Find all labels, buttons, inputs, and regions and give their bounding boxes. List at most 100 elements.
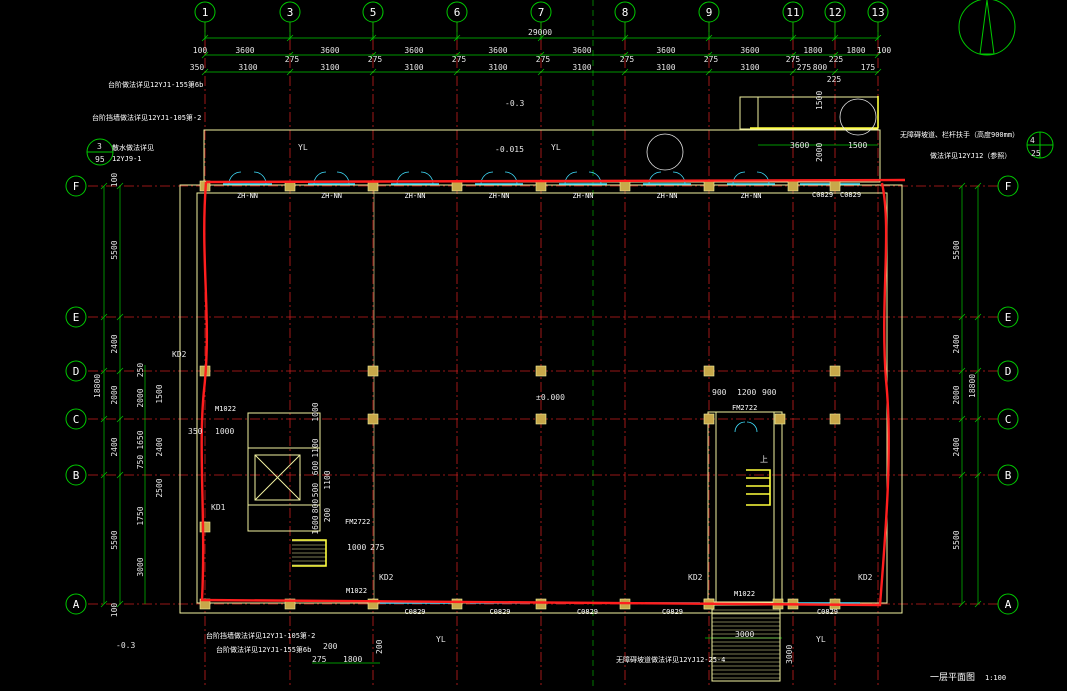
window-code-bottom: C0829 <box>489 608 510 616</box>
dim-tick <box>116 600 124 608</box>
top-dim-row1: 3600 <box>404 46 423 55</box>
top-dim-small: 225 <box>827 75 842 84</box>
top-dim-small: 275 <box>536 55 551 64</box>
bottom-dim-e: 200 <box>323 642 338 651</box>
dim-tick <box>369 51 377 59</box>
dim-tick <box>100 471 108 479</box>
dim-tick <box>874 34 882 42</box>
door-swing <box>588 171 602 185</box>
grid-label-5: 5 <box>370 6 377 19</box>
window-code-c: C0829 <box>812 191 833 199</box>
window-code-bottom: C0829 <box>577 608 598 616</box>
door-swing <box>480 171 494 185</box>
dim-tick <box>789 68 797 76</box>
door-swing <box>504 171 518 185</box>
left-dim-inner: 2400 <box>155 437 164 456</box>
grid-label-3: 3 <box>287 6 294 19</box>
top-dim-row2: 3100 <box>320 63 339 72</box>
core-dim: 1100 <box>311 438 320 457</box>
north-arrow-icon <box>958 0 1016 56</box>
door-swing <box>734 421 758 433</box>
dim-tick <box>705 34 713 42</box>
grid-bubble-5 <box>362 1 384 23</box>
structural-column <box>703 180 715 192</box>
dim-tick <box>958 471 966 479</box>
note-1: 台阶做法详见12YJ1-155第6b <box>108 80 203 89</box>
structural-column <box>619 180 631 192</box>
detail-ref-left: 3 95 <box>86 138 114 166</box>
dim-tick <box>100 182 108 190</box>
grid-bubble-A-left <box>65 593 87 615</box>
structural-column <box>367 365 379 377</box>
dim-tick <box>958 367 966 375</box>
grid-bubble-C-right <box>997 408 1019 430</box>
right-dim-segment: 2000 <box>952 385 961 404</box>
dim-tick <box>705 51 713 59</box>
grid-label-1: 1 <box>202 6 209 19</box>
kd1-label: KD1 <box>211 503 226 512</box>
dim-tick <box>831 51 839 59</box>
note-6: 无障碍坡道做法详见12YJ12-25-4 <box>616 655 725 664</box>
grid-label-8: 8 <box>622 6 629 19</box>
structural-column <box>367 598 379 610</box>
svg-text:4: 4 <box>1030 136 1035 145</box>
top-dim-row2: 3100 <box>488 63 507 72</box>
svg-text:3: 3 <box>97 142 102 151</box>
grid-label-D-left: D <box>73 365 80 378</box>
note-4: 无障碍坡道、栏杆扶手（高度900mm） <box>900 130 1019 139</box>
dim-tick <box>369 34 377 42</box>
top-dim-row1: 3600 <box>488 46 507 55</box>
dim-tick <box>621 68 629 76</box>
top-dim-row1: 100 <box>877 46 892 55</box>
left-dim-segment: 5500 <box>110 530 119 549</box>
left-total-dim: 18800 <box>93 374 102 398</box>
grid-bubble-F-right <box>997 175 1019 197</box>
fire-door-code: FM2722 <box>732 404 757 412</box>
top-dim-small: 275 <box>620 55 635 64</box>
note-5: 做法详见12YJ12（参照） <box>930 151 1011 160</box>
grid-bubble-11 <box>782 1 804 23</box>
dim-tick <box>958 415 966 423</box>
structural-column <box>284 598 296 610</box>
top-dim-small: 275 <box>368 55 383 64</box>
right-dim-segment: 2400 <box>952 334 961 353</box>
dim-tick <box>974 471 982 479</box>
grid-bubble-A-right <box>997 593 1019 615</box>
dim-tick <box>958 600 966 608</box>
structural-column <box>535 365 547 377</box>
left-dim-segment: 5500 <box>110 240 119 259</box>
structural-column <box>829 413 841 425</box>
grid-bubble-12 <box>824 1 846 23</box>
yl-label-3: YL <box>436 635 446 644</box>
grid-label-F-left: F <box>73 180 80 193</box>
stair-dim-b: 1200 <box>737 388 756 397</box>
dim-tick <box>831 68 839 76</box>
dim-tick <box>453 51 461 59</box>
grid-bubble-D-right <box>997 360 1019 382</box>
structural-column <box>774 413 786 425</box>
grid-bubble-7 <box>530 1 552 23</box>
dim-tick <box>974 415 982 423</box>
stair-dim-c: 900 <box>762 388 777 397</box>
structural-column <box>451 598 463 610</box>
grid-bubble-B-left <box>65 464 87 486</box>
ramp-dim-d: 1500 <box>815 91 824 110</box>
door-swing <box>672 171 686 185</box>
top-dim-row2: 3100 <box>656 63 675 72</box>
window-code-label: ZH-NN <box>572 192 593 200</box>
dim-tick <box>201 68 209 76</box>
grid-label-E-left: E <box>73 311 80 324</box>
top-dim-small: 225 <box>829 55 844 64</box>
yl-label-1: YL <box>298 143 308 152</box>
core-dim: 1100 <box>323 470 332 489</box>
dim-tick <box>974 182 982 190</box>
structural-column <box>451 180 463 192</box>
dim-tick <box>201 34 209 42</box>
structural-column <box>535 598 547 610</box>
bottom-dim-f: 200 <box>375 639 384 654</box>
grid-label-B-right: B <box>1005 469 1012 482</box>
drawing-title: 一层平面图 <box>930 672 975 683</box>
top-dim-row1: 3600 <box>320 46 339 55</box>
top-dim-row1: 100 <box>193 46 208 55</box>
